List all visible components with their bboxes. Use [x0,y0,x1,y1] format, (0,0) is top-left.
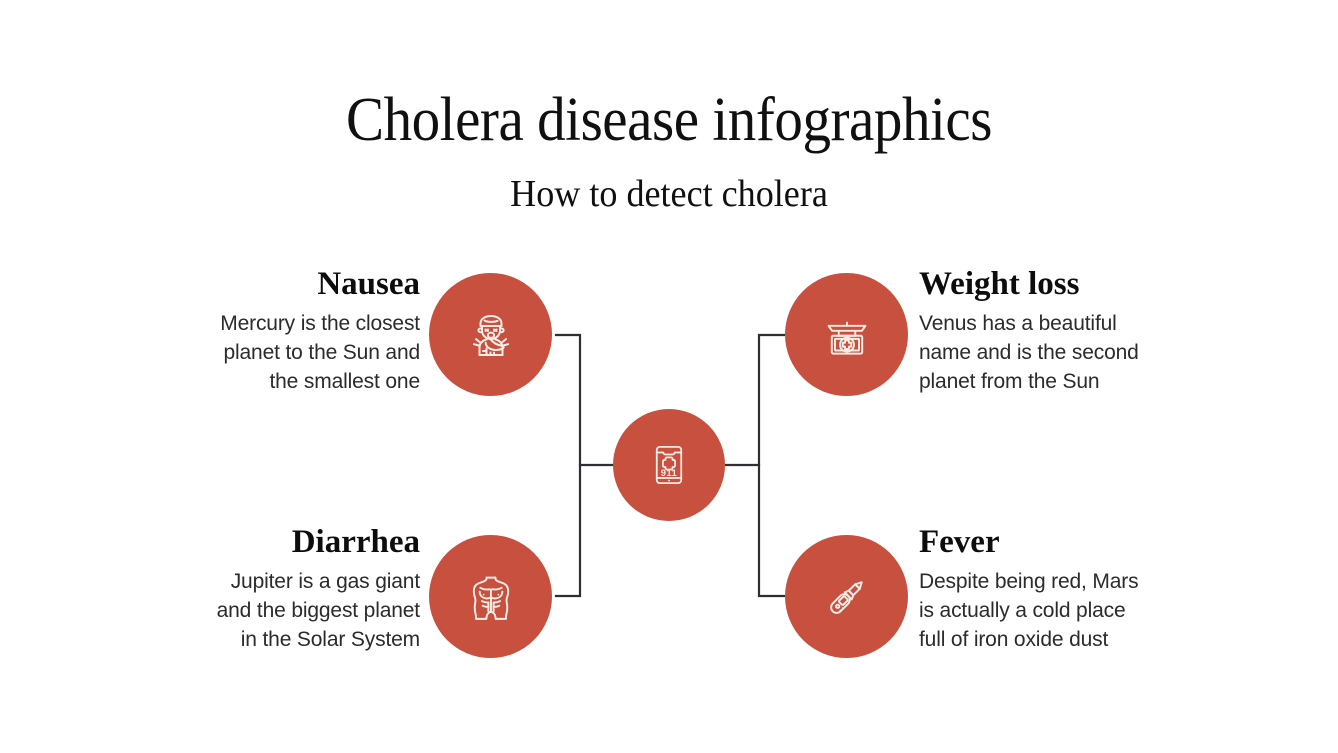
body-line: is actually a cold place [919,598,1126,622]
info-block-diarrhea: Diarrhea Jupiter is a gas giant and the … [120,524,421,655]
emergency-phone-911-icon: 911 [655,445,683,485]
block-heading-diarrhea: Diarrhea [291,524,420,560]
block-body-diarrhea: Jupiter is a gas giant and the biggest p… [120,568,421,655]
connector-left-bracket [554,333,582,598]
emergency-number-label: 911 [661,468,678,479]
body-line: planet to the Sun and [223,340,420,364]
block-body-weightloss: Venus has a beautiful name and is the se… [919,310,1219,397]
page-title: Cholera disease infographics [345,86,993,154]
body-line: Despite being red, Mars [919,569,1139,593]
page-subtitle: How to detect cholera [510,173,828,215]
connector-right-bracket [757,333,786,598]
node-circle-nausea[interactable] [429,273,552,396]
body-line: and the biggest planet [216,598,421,622]
body-line: Mercury is the closest [220,311,420,335]
block-body-nausea: Mercury is the closest planet to the Sun… [120,310,420,397]
node-circle-weightloss[interactable] [785,273,908,396]
body-line: planet from the Sun [919,369,1100,393]
block-heading-nausea: Nausea [317,266,420,302]
info-block-weightloss: Weight loss Venus has a beautiful name a… [919,266,1219,397]
node-circle-diarrhea[interactable] [429,535,552,658]
node-circle-center-911[interactable]: 911 [613,409,725,521]
vomiting-person-icon [472,314,509,356]
node-circle-fever[interactable] [785,535,908,658]
body-line: in the Solar System [240,627,420,651]
block-heading-weightloss: Weight loss [919,266,1080,302]
block-heading-fever: Fever [919,524,1000,560]
body-line: name and is the second [919,340,1139,364]
medical-scale-icon [827,321,866,355]
body-line: the smallest one [269,369,420,393]
body-line: Jupiter is a gas giant [230,569,420,593]
thermometer-icon [829,580,863,614]
info-block-nausea: Nausea Mercury is the closest planet to … [120,266,420,397]
block-body-fever: Despite being red, Mars is actually a co… [919,568,1219,655]
abdomen-torso-icon [472,576,509,620]
body-line: full of iron oxide dust [919,627,1109,651]
info-block-fever: Fever Despite being red, Mars is actuall… [919,524,1219,655]
body-line: Venus has a beautiful [919,311,1117,335]
